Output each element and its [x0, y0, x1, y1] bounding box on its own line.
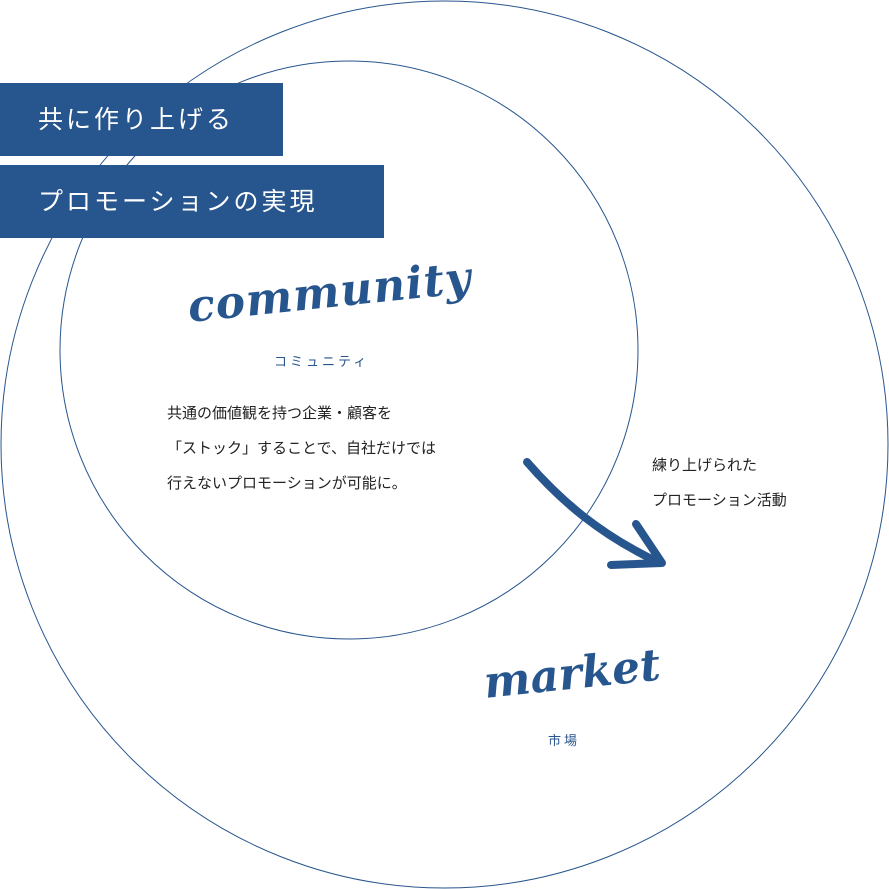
community-description-line: 共通の価値観を持つ企業・顧客を — [167, 404, 393, 422]
headline-line-2: プロモーションの実現 — [38, 187, 318, 216]
headline-line-1: 共に作り上げる — [38, 105, 235, 134]
market-description-line: プロモーション活動 — [652, 491, 787, 509]
headline-banner-2: プロモーションの実現 — [0, 165, 384, 238]
curved-arrow-icon — [523, 458, 666, 569]
market-description-line: 練り上げられた — [652, 456, 758, 474]
community-circle — [59, 60, 639, 640]
headline-banner-1: 共に作り上げる — [0, 83, 283, 156]
community-description: 共通の価値観を持つ企業・顧客を 「ストック」することで、自社だけでは 行えないプ… — [167, 403, 436, 508]
market-description: 練り上げられた プロモーション活動 — [652, 455, 787, 525]
community-description-line: 行えないプロモーションが可能に。 — [167, 474, 407, 492]
community-subtitle: コミュニティ — [274, 355, 370, 370]
market-subtitle: 市場 — [548, 734, 581, 749]
community-description-line: 「ストック」することで、自社だけでは — [167, 439, 436, 457]
